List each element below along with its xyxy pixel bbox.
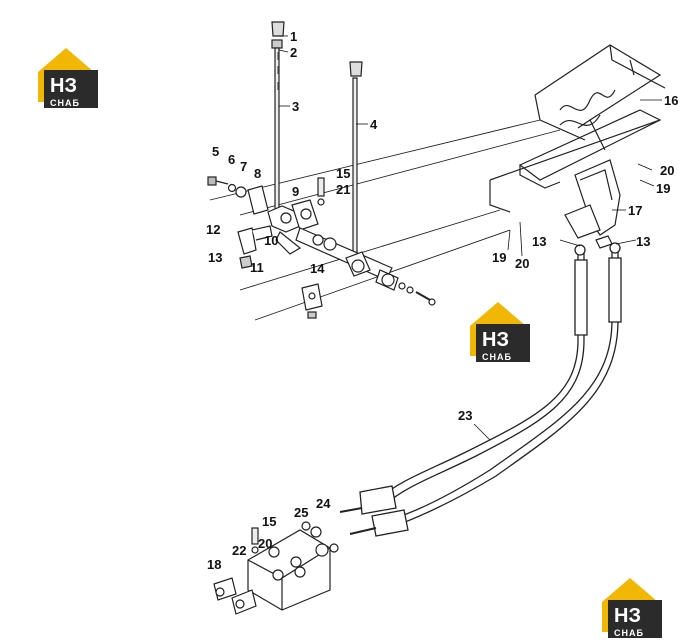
callout-labels: 1 2 3 4 5 6 7 8 9 10 11 12 13 14 15 21 1… bbox=[206, 29, 678, 572]
callout-16: 16 bbox=[664, 93, 678, 108]
callout-9: 9 bbox=[292, 184, 299, 199]
pivot-mechanism bbox=[207, 176, 436, 319]
callout-5: 5 bbox=[212, 144, 219, 159]
callout-25: 25 bbox=[294, 505, 308, 520]
watermark-logo-bottom-right: НЗ СНАБ bbox=[602, 578, 662, 638]
watermark-logo-top-left: НЗ СНАБ bbox=[38, 48, 98, 108]
callout-14: 14 bbox=[310, 261, 325, 276]
frame-rail bbox=[489, 44, 666, 213]
callout-11: 11 bbox=[250, 260, 264, 275]
leader-lines bbox=[278, 35, 662, 441]
watermark-sub-1: СНАБ bbox=[50, 98, 80, 108]
callout-2: 2 bbox=[290, 45, 297, 60]
callout-21: 21 bbox=[336, 182, 350, 197]
watermark-sub-2: СНАБ bbox=[482, 352, 512, 362]
bracket-17 bbox=[564, 159, 621, 249]
callout-20a: 20 bbox=[660, 163, 674, 178]
callout-24: 24 bbox=[316, 496, 331, 511]
callout-6: 6 bbox=[228, 152, 235, 167]
callout-17: 17 bbox=[628, 203, 642, 218]
callout-1: 1 bbox=[290, 29, 297, 44]
callout-13c: 13 bbox=[636, 234, 650, 249]
callout-15a: 15 bbox=[336, 166, 350, 181]
callout-13a: 13 bbox=[208, 250, 222, 265]
callout-20c: 20 bbox=[258, 536, 272, 551]
watermark-logo-center: НЗ СНАБ bbox=[470, 302, 530, 362]
callout-19b: 19 bbox=[492, 250, 506, 265]
push-pull-cables-23 bbox=[339, 242, 622, 537]
callout-18: 18 bbox=[207, 557, 221, 572]
lower-mounting-plate bbox=[213, 521, 339, 615]
callout-4: 4 bbox=[370, 117, 378, 132]
callout-20b: 20 bbox=[515, 256, 529, 271]
shift-lever-3 bbox=[271, 21, 285, 211]
assembly-guide-lines bbox=[209, 119, 561, 321]
watermark-main-3: НЗ bbox=[614, 605, 641, 627]
callout-12: 12 bbox=[206, 222, 220, 237]
callout-8: 8 bbox=[254, 166, 261, 181]
callout-10: 10 bbox=[264, 233, 278, 248]
callout-19a: 19 bbox=[656, 181, 670, 196]
callout-22: 22 bbox=[232, 543, 246, 558]
callout-3: 3 bbox=[292, 99, 299, 114]
watermark-main-1: НЗ bbox=[50, 75, 77, 97]
callout-23: 23 bbox=[458, 408, 472, 423]
watermark-main-2: НЗ bbox=[482, 329, 509, 351]
callout-15b: 15 bbox=[262, 514, 276, 529]
callout-7: 7 bbox=[240, 159, 247, 174]
watermark-sub-3: СНАБ bbox=[614, 628, 644, 638]
callout-13b: 13 bbox=[532, 234, 546, 249]
shift-lever-4 bbox=[349, 61, 363, 261]
